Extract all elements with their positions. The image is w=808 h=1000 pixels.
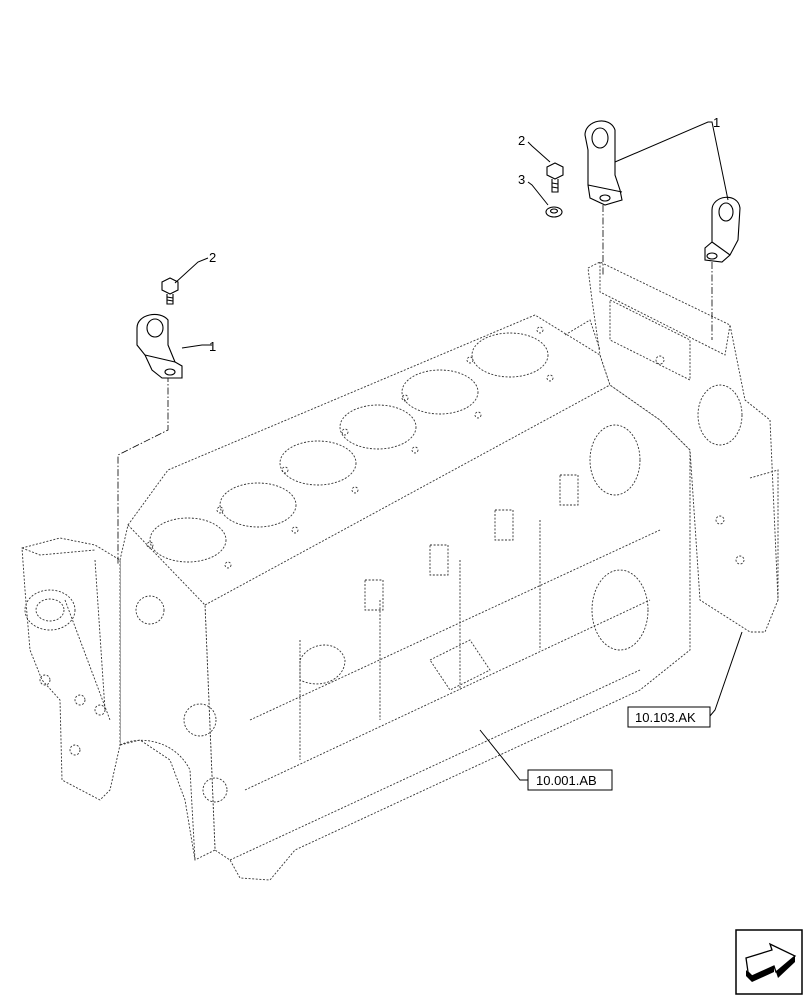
callout-1-left: 1 (209, 339, 216, 354)
rear-housing-outline (564, 261, 779, 633)
assembly-axis-lines (117, 205, 713, 565)
lifting-eye-upper-right (584, 120, 623, 206)
callout-2-right: 2 (518, 133, 525, 148)
washer-right (545, 206, 563, 218)
lifting-eye-left (136, 313, 183, 379)
reference-label-engine-block: 10.001.AB (536, 773, 597, 788)
bolt-left (161, 277, 179, 305)
bolt-right (546, 162, 564, 193)
next-page-arrow-icon[interactable] (735, 929, 803, 995)
cylinder-bores (146, 326, 554, 569)
leader-lines (174, 121, 743, 781)
engine-block-outline (119, 314, 691, 881)
lifting-eye-lower-right (704, 196, 741, 263)
callout-3-right: 3 (518, 172, 525, 187)
reference-box-engine-block[interactable]: 10.001.AB (527, 769, 613, 791)
reference-label-rear-housing: 10.103.AK (635, 710, 696, 725)
front-bracket-outline (21, 537, 121, 801)
callout-1-right: 1 (713, 115, 720, 130)
reference-box-rear-housing[interactable]: 10.103.AK (627, 706, 711, 728)
callout-2-left: 2 (209, 250, 216, 265)
